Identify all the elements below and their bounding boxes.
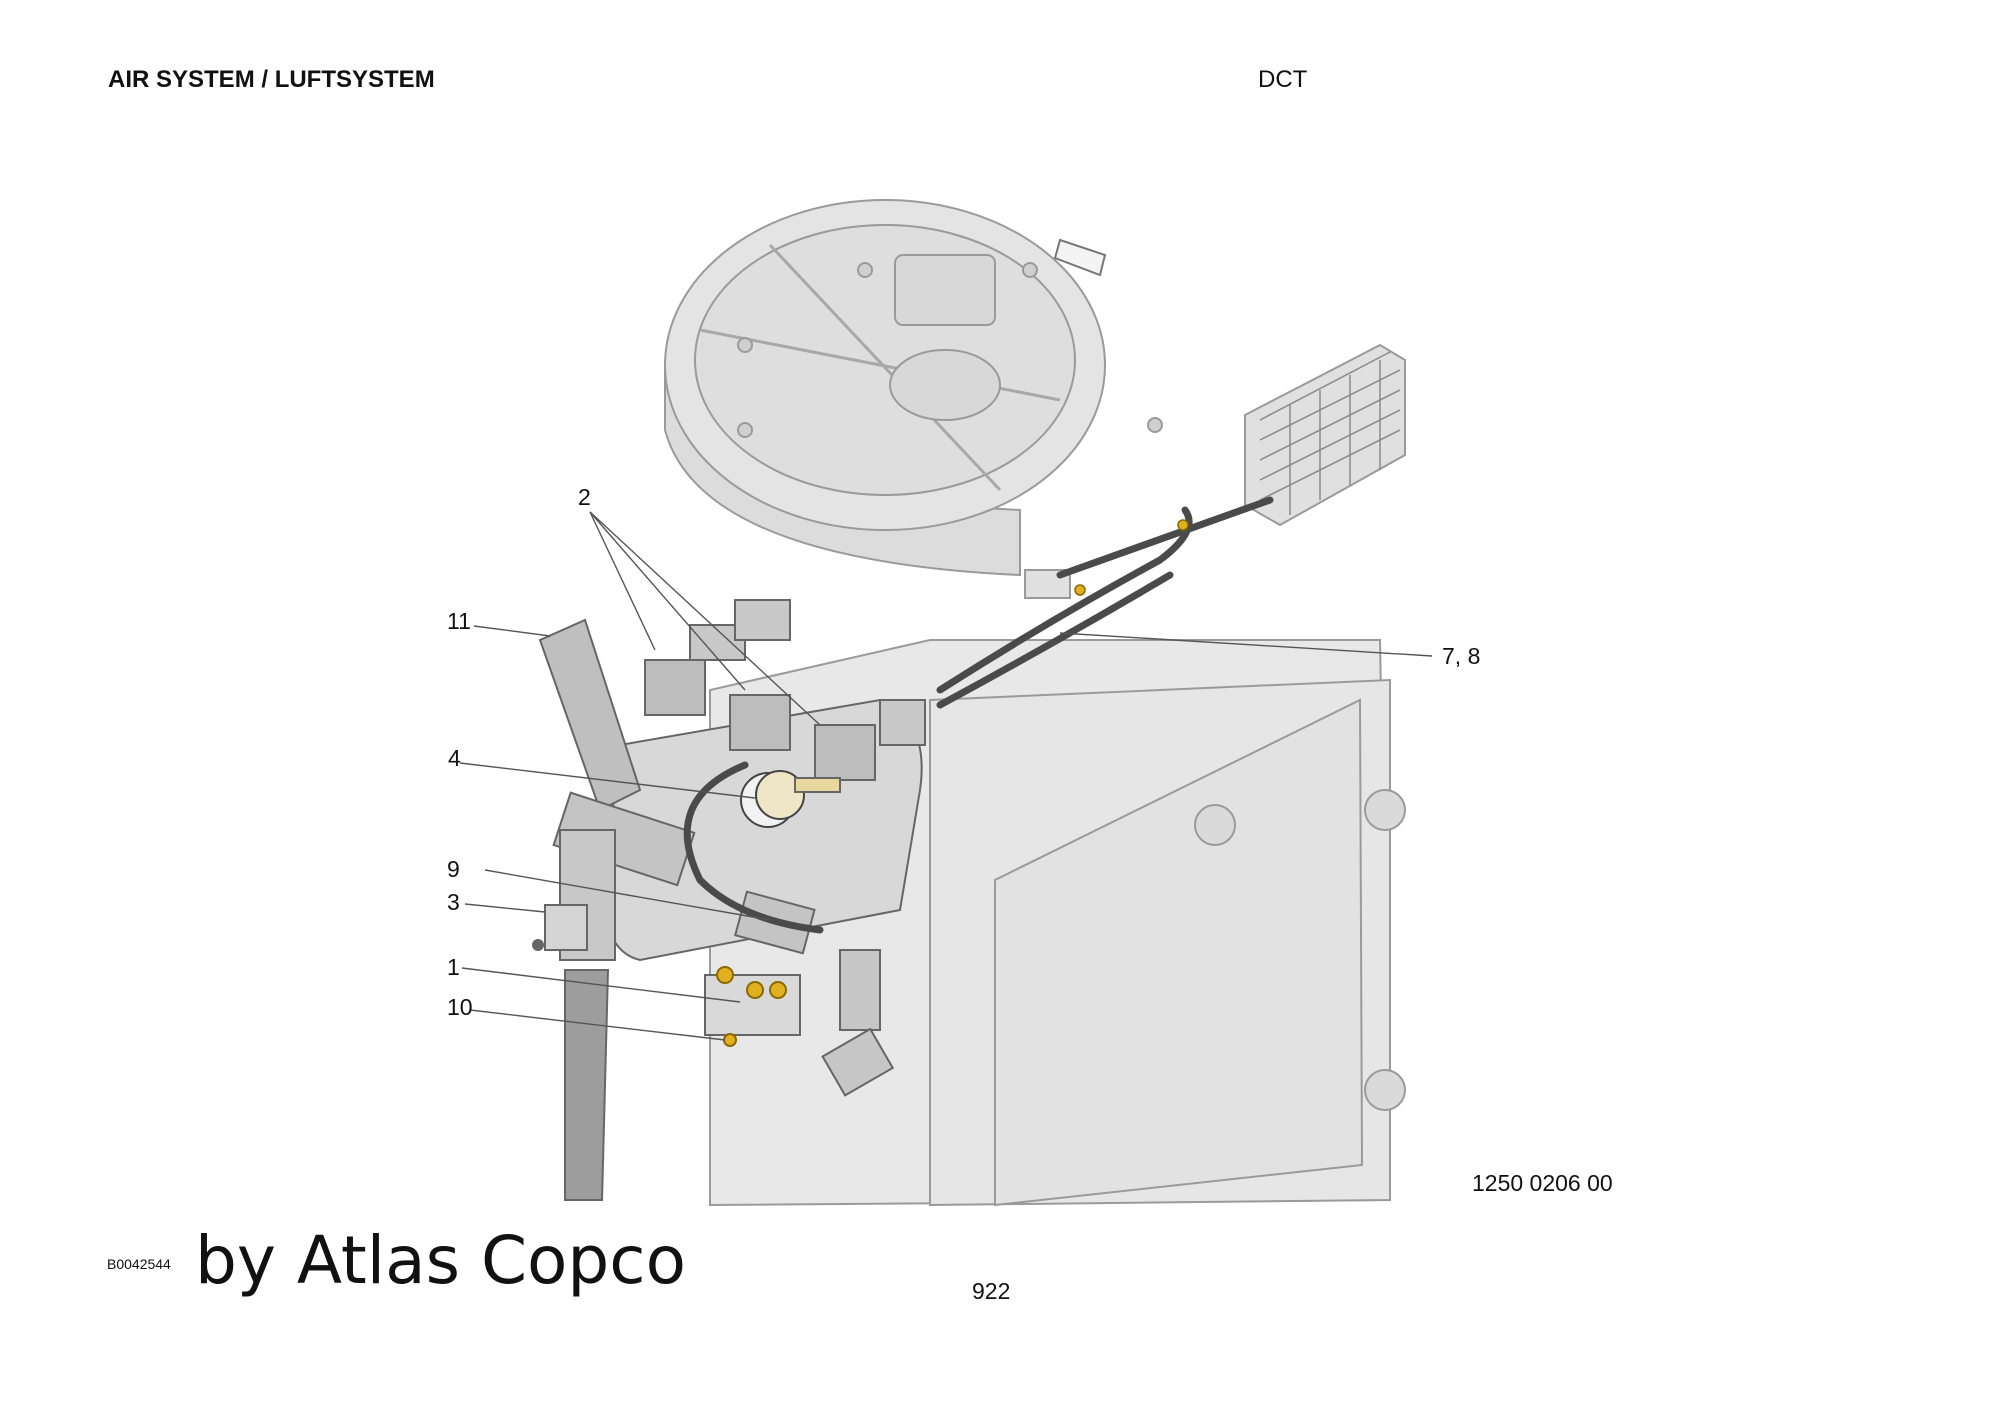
callout-7-8: 7, 8	[1442, 643, 1481, 669]
page-title: AIR SYSTEM / LUFTSYSTEM	[108, 66, 435, 93]
drawing-number: 1250 0206 00	[1472, 1170, 1613, 1196]
reference-code: B0042544	[107, 1256, 171, 1272]
callout-11: 11	[447, 608, 471, 634]
callout-4: 4	[448, 745, 461, 771]
model-code: DCT	[1258, 66, 1308, 93]
callout-3: 3	[447, 889, 460, 915]
callout-9: 9	[447, 856, 460, 882]
page-number: 922	[972, 1278, 1011, 1304]
manifold-assembly	[532, 599, 926, 1201]
leader-lines	[459, 511, 1433, 1041]
callout-1: 1	[447, 954, 460, 980]
callout-2: 2	[578, 484, 591, 510]
hoses	[683, 496, 1274, 934]
brand-text: by Atlas Copco	[195, 1222, 686, 1299]
hose-fittings	[1074, 519, 1189, 596]
callout-10: 10	[447, 994, 473, 1020]
